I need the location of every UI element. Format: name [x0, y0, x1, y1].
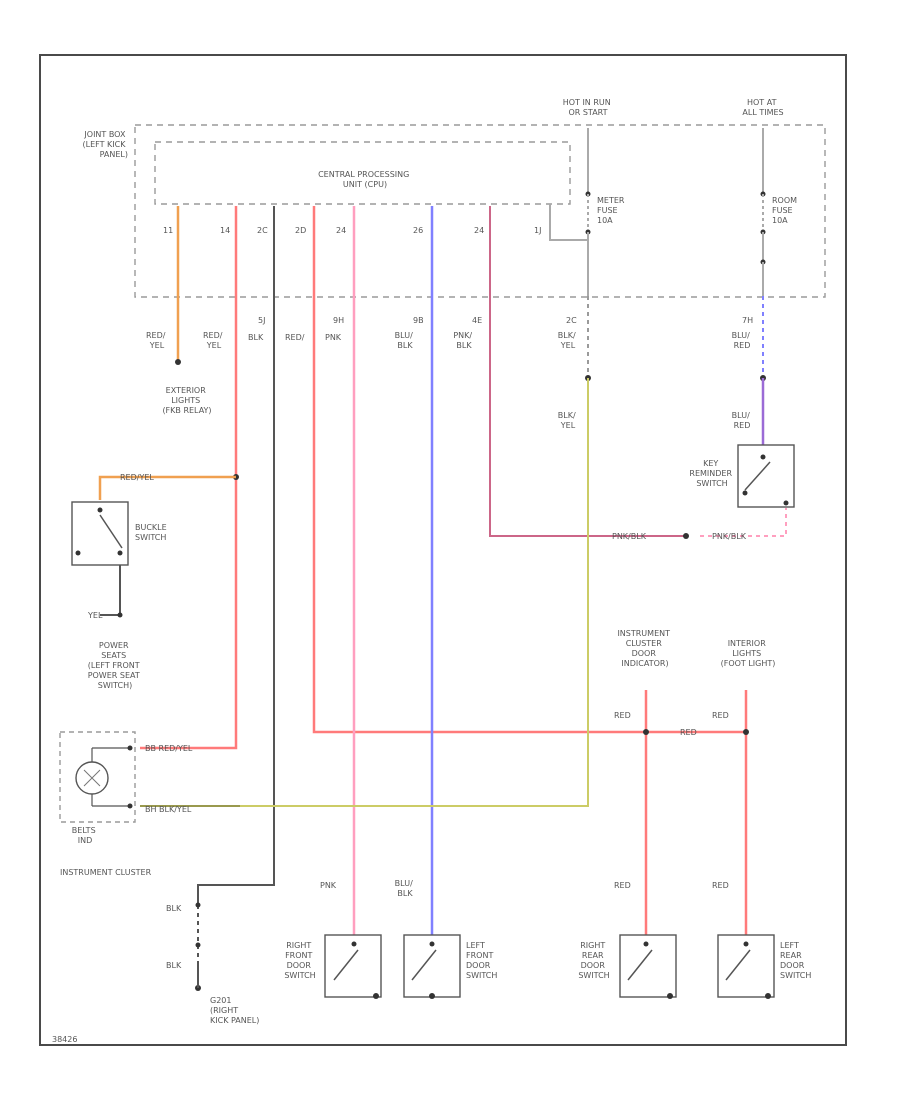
- wire-color-label: RED/: [285, 333, 305, 342]
- wire-color-label: RED: [712, 711, 729, 720]
- hot-at-all-times-label: HOT AT ALL TIMES: [742, 98, 783, 117]
- pin-label: 1J: [534, 226, 541, 235]
- belts-indicator: [59, 731, 136, 823]
- pin-label: 2C: [257, 226, 268, 235]
- right-front-door-label: RIGHT FRONT DOOR SWITCH: [284, 941, 315, 980]
- wire-color-label: BLK: [248, 333, 264, 342]
- splice-dot: [743, 729, 749, 735]
- meter-fuse-label: METER FUSE 10A: [597, 196, 627, 225]
- wire-blk-yel-belts: [140, 378, 589, 807]
- diagram-frame: [39, 54, 847, 1046]
- power-seats-label: POWER SEATS (LEFT FRONT POWER SEAT SWITC…: [88, 641, 143, 690]
- wire-color-label: RED: [614, 711, 631, 720]
- wire-color-label: PNK/BLK: [712, 532, 747, 541]
- belts-label: BELTS IND: [72, 826, 98, 845]
- meter-fuse: [585, 128, 591, 296]
- connector-dot: [195, 942, 201, 948]
- cpu-label: CENTRAL PROCESSING UNIT (CPU): [318, 170, 412, 189]
- wire-red-yel-buckle: [98, 475, 236, 500]
- exterior-lights-label: EXTERIOR LIGHTS (FKB RELAY): [162, 386, 211, 415]
- wire-color-label: PNK/BLK: [612, 532, 647, 541]
- pin-label: 24: [336, 226, 346, 235]
- wire-color-label: BLU/ RED: [732, 331, 753, 350]
- wire-color-label: RED/ YEL: [146, 331, 168, 350]
- buckle-switch: [71, 501, 129, 566]
- wire-color-label: RED: [712, 881, 729, 890]
- buckle-switch-label: BUCKLE SWITCH: [135, 523, 169, 542]
- wire-color-label: RED: [614, 881, 631, 890]
- hot-in-run-label: HOT IN RUN OR START: [563, 98, 614, 117]
- wire-color-label: BLK/ YEL: [558, 331, 578, 350]
- wire-color-label: RED/YEL: [120, 473, 154, 482]
- wire-red-yel-belts: [140, 206, 238, 750]
- room-fuse-label: ROOM FUSE 10A: [772, 196, 800, 225]
- splice-dot: [643, 729, 649, 735]
- left-rear-door-label: LEFT REAR DOOR SWITCH: [780, 941, 811, 980]
- wire-pnk-blk-key-2: [700, 508, 787, 537]
- wire-color-label: PNK: [325, 333, 342, 342]
- wire-yel-power-seats: [100, 565, 121, 616]
- wire-red-door: [312, 206, 746, 734]
- cpu-boundary: [154, 141, 571, 205]
- wire-color-label: RED/ YEL: [203, 331, 225, 350]
- pin-label: 24: [474, 226, 484, 235]
- pin-label: 4E: [472, 316, 482, 325]
- key-reminder-label: KEY REMINDER SWITCH: [689, 459, 734, 488]
- pin-label: 2C: [566, 316, 577, 325]
- connector-dot: [117, 612, 123, 618]
- pin-label: 2D: [295, 226, 306, 235]
- wire-color-label: BLK: [166, 904, 182, 913]
- interior-lights-label: INTERIOR LIGHTS (FOOT LIGHT): [721, 639, 776, 668]
- pin-label: 5J: [258, 316, 265, 325]
- wire-color-label: BLK/ YEL: [558, 411, 578, 430]
- wire-color-label: YEL: [87, 611, 103, 620]
- left-rear-door-switch: [717, 934, 775, 999]
- left-front-door-switch: [403, 934, 461, 999]
- wire-color-label: PNK: [320, 881, 337, 890]
- pin-label: 26: [413, 226, 423, 235]
- room-fuse: [760, 128, 766, 296]
- wire-color-label: BH BLK/YEL: [145, 805, 192, 814]
- ground-g201-label: G201 (RIGHT KICK PANEL): [210, 996, 259, 1025]
- wire-color-label: BLU/ BLK: [395, 879, 416, 898]
- cpu-internal-link: [549, 204, 588, 241]
- pin-label: 9H: [333, 316, 344, 325]
- left-front-door-label: LEFT FRONT DOOR SWITCH: [466, 941, 497, 980]
- right-front-door-switch: [324, 934, 382, 999]
- wire-color-label: PNK/ BLK: [453, 331, 474, 350]
- joint-box-boundary: [134, 124, 826, 298]
- instrument-cluster-label: INSTRUMENT CLUSTER: [60, 868, 152, 877]
- connector-dot: [175, 359, 181, 365]
- wire-color-label: BLU/ RED: [732, 411, 753, 430]
- pin-label: 7H: [742, 316, 753, 325]
- pin-label: 9B: [413, 316, 424, 325]
- pin-label: 11: [163, 226, 173, 235]
- right-rear-door-switch: [619, 934, 677, 999]
- figure-code: 38426: [52, 1035, 77, 1044]
- pin-label: 14: [220, 226, 230, 235]
- wire-color-label: RED: [680, 728, 697, 737]
- wire-pnk-blk-key: [489, 206, 686, 537]
- wire-color-label: BLU/ BLK: [395, 331, 416, 350]
- wire-color-label: BLK: [166, 961, 182, 970]
- wire-blk-ground: [197, 206, 275, 905]
- wire-color-label: BB RED/YEL: [145, 744, 193, 753]
- connector-dot: [195, 902, 201, 908]
- joint-box-label: JOINT BOX (LEFT KICK PANEL): [82, 130, 128, 159]
- key-reminder-switch: [737, 444, 795, 508]
- connector-dot: [683, 533, 689, 539]
- instrument-door-indicator-label: INSTRUMENT CLUSTER DOOR INDICATOR): [617, 629, 672, 668]
- right-rear-door-label: RIGHT REAR DOOR SWITCH: [578, 941, 609, 980]
